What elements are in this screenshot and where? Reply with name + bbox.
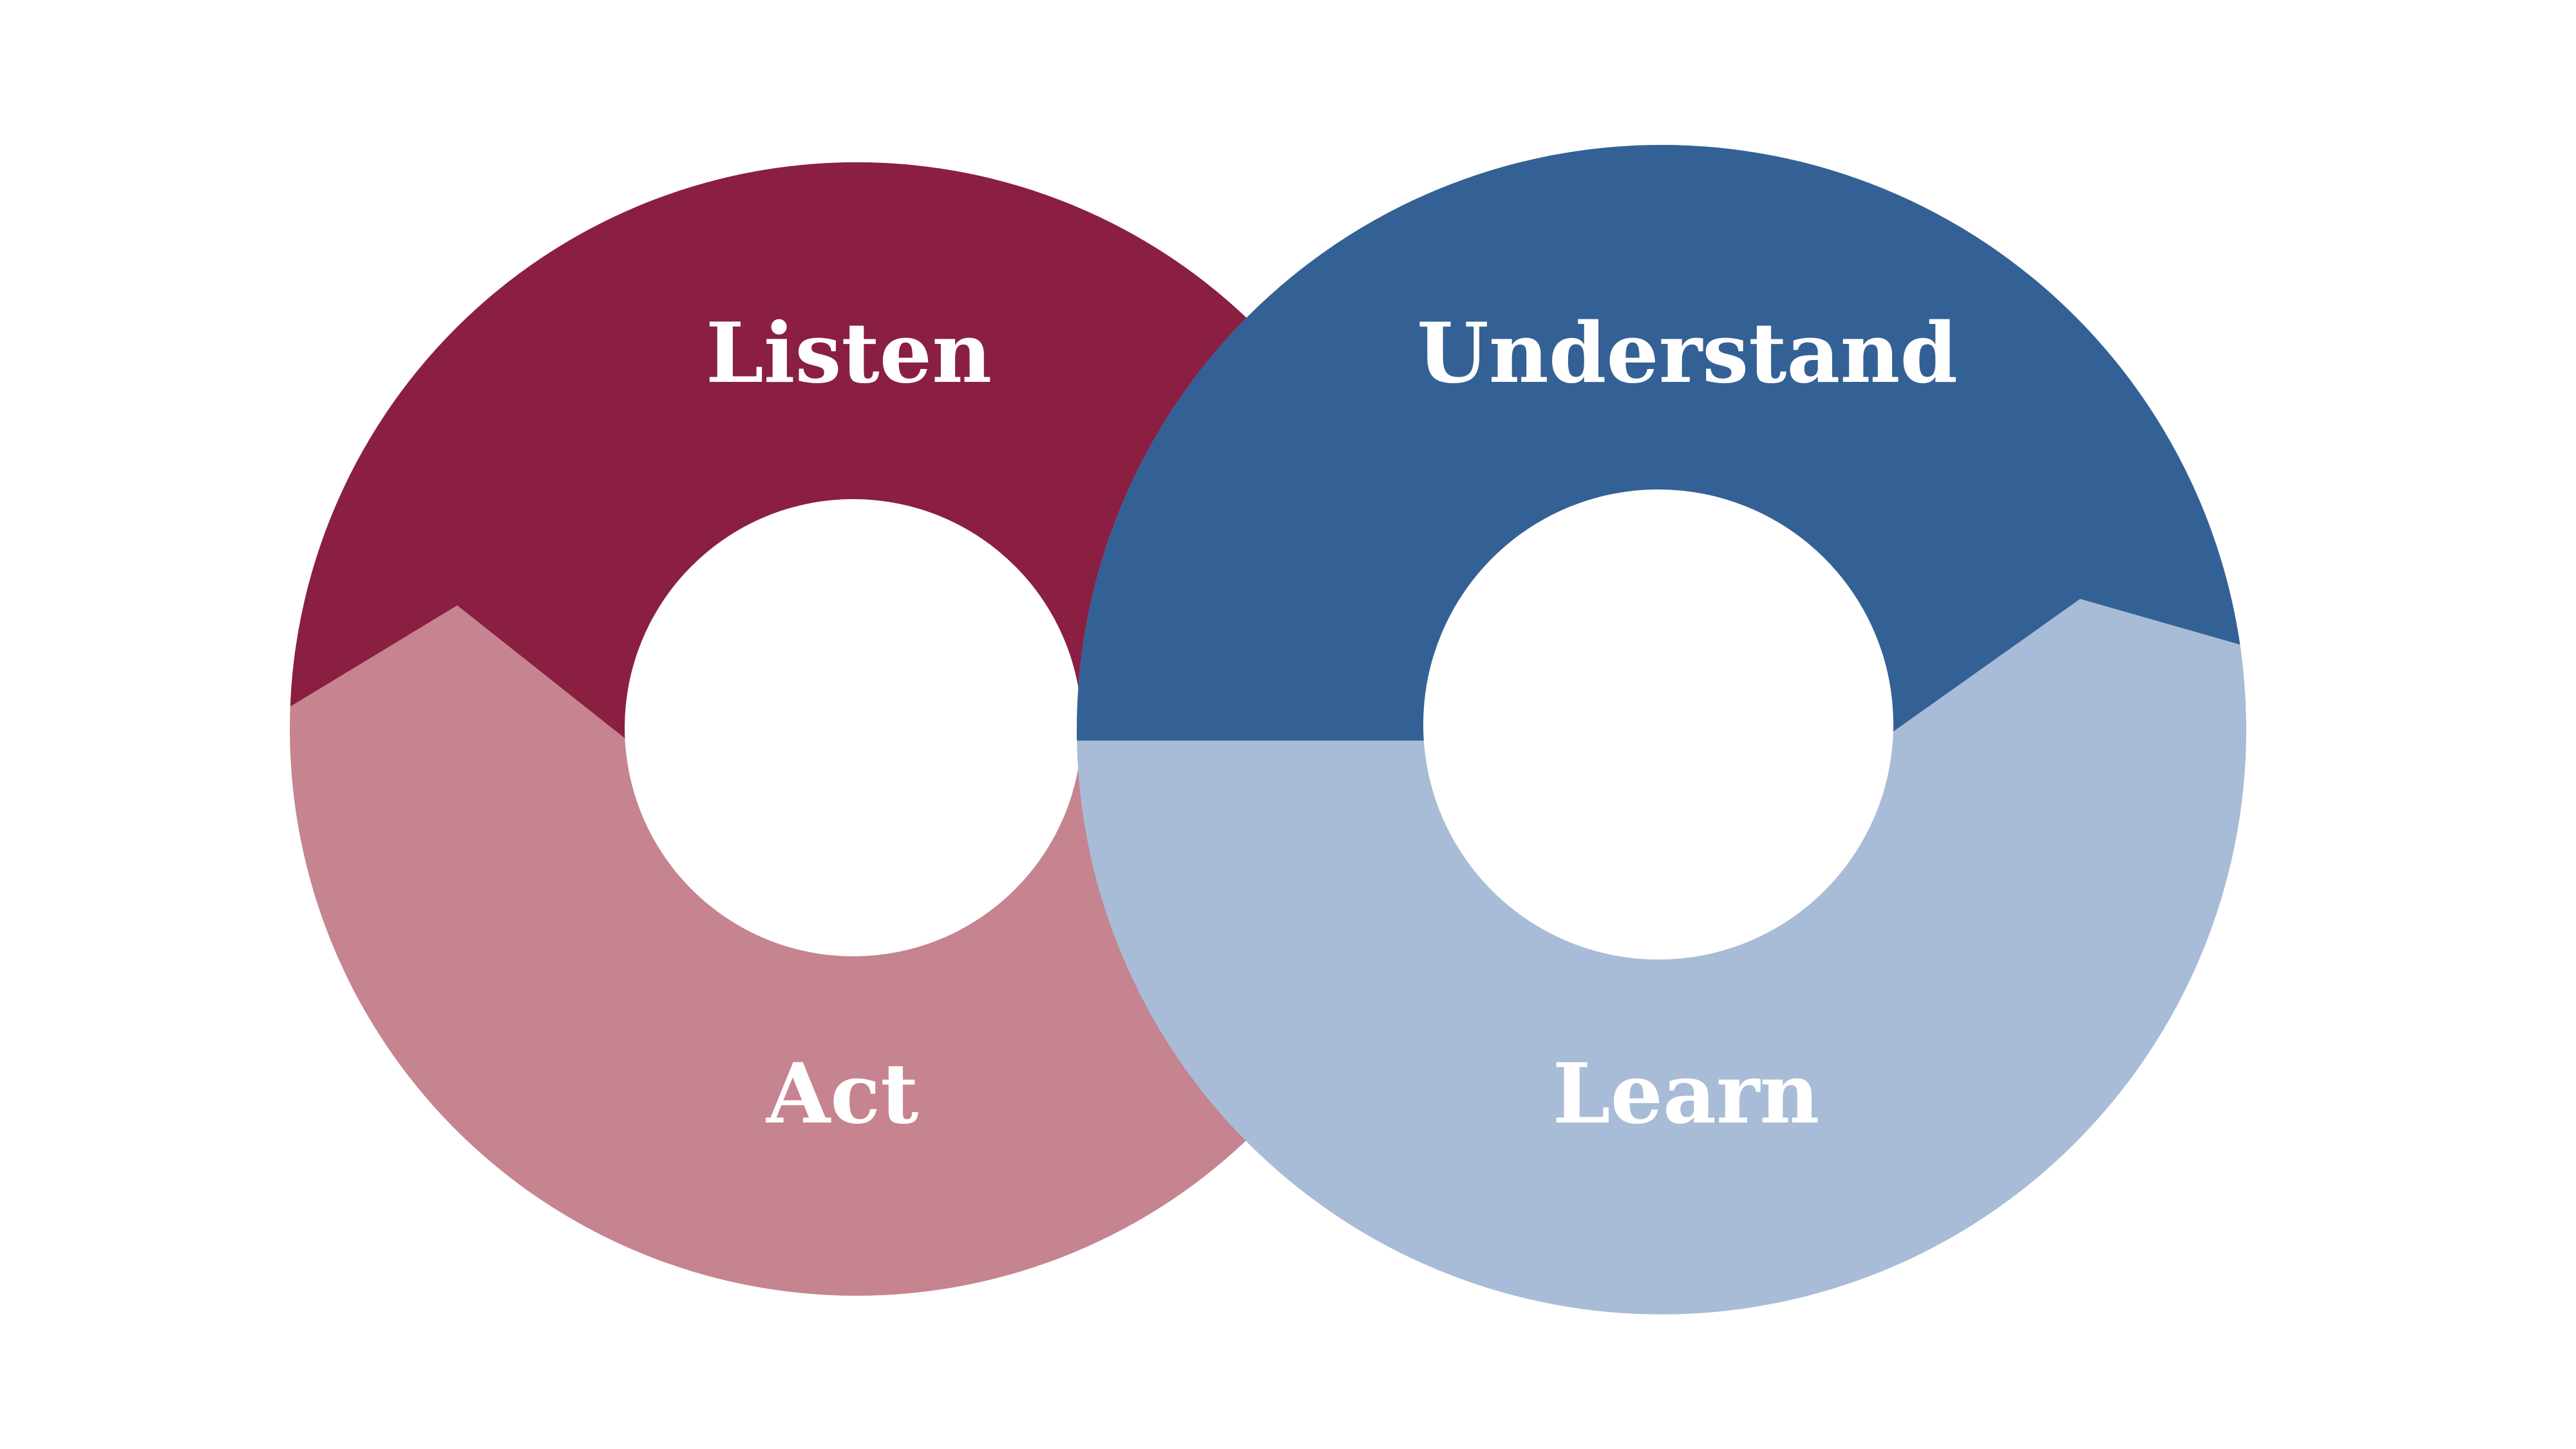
label-act: Act [766, 1046, 918, 1142]
right-ring [1077, 145, 2246, 1314]
label-understand: Understand [1417, 305, 1958, 402]
left-ring [290, 162, 1423, 1296]
segment-understand[interactable] [1077, 145, 2246, 1314]
segment-listen[interactable] [290, 162, 1423, 1296]
label-listen: Listen [706, 305, 992, 402]
label-learn: Learn [1553, 1046, 1820, 1142]
